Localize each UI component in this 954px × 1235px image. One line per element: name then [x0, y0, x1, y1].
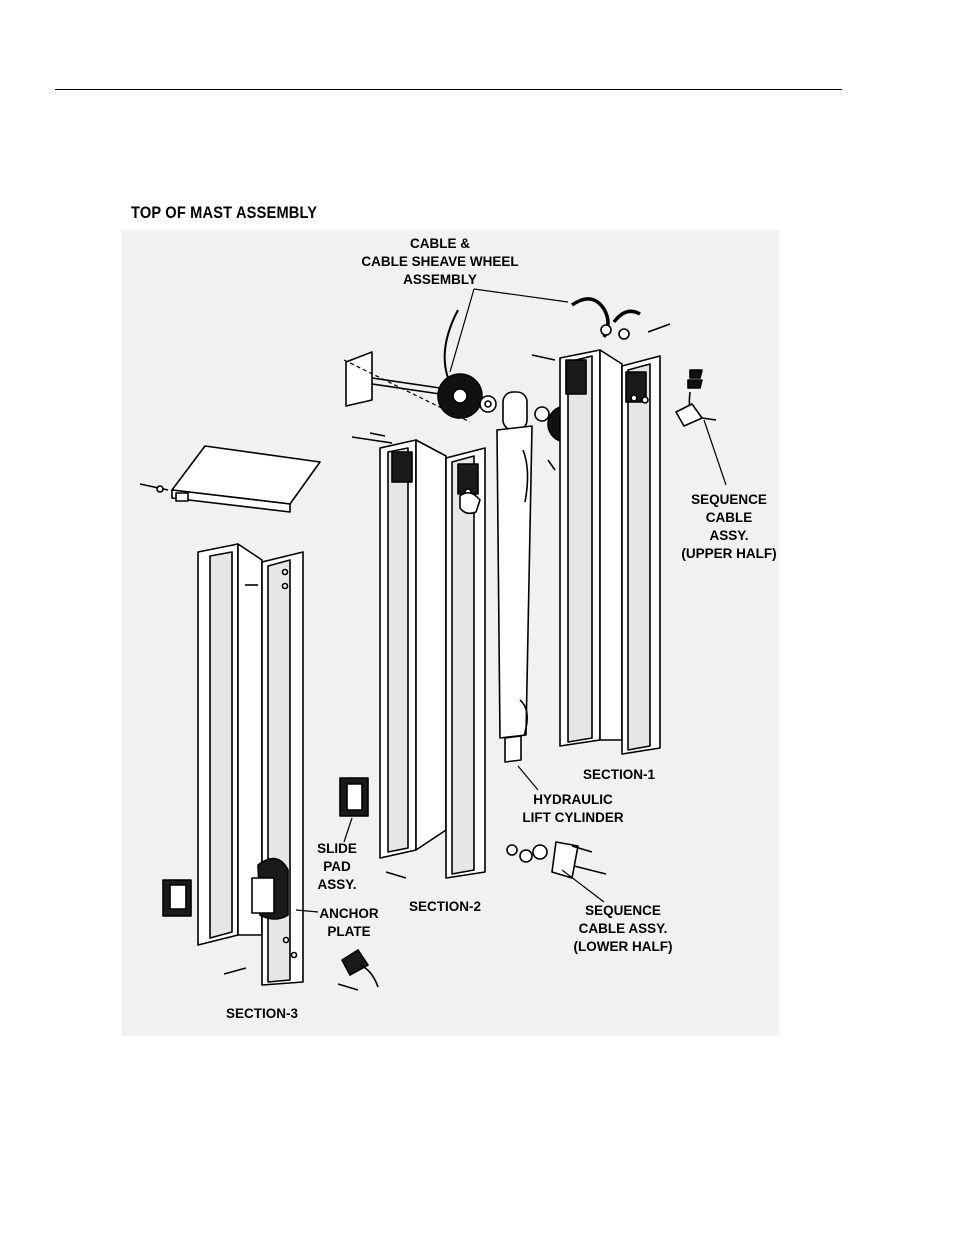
label-section-2: SECTION-2 — [393, 898, 497, 916]
label-sequence-upper: SEQUENCE CABLE ASSY. (UPPER HALF) — [668, 491, 790, 563]
label-cable-sheave: CABLE & CABLE SHEAVE WHEEL ASSEMBLY — [340, 235, 540, 289]
label-slide-pad: SLIDE PAD ASSY. — [306, 840, 368, 894]
slide-pad-left — [163, 880, 191, 916]
slide-pad-middle — [340, 778, 368, 816]
section-3-mast — [198, 544, 303, 985]
label-section-3: SECTION-3 — [210, 1005, 314, 1023]
anchor-plate-part — [252, 859, 288, 919]
label-anchor-plate: ANCHOR PLATE — [312, 905, 386, 941]
label-hydraulic: HYDRAULIC LIFT CYLINDER — [513, 791, 633, 827]
hydraulic-cylinder — [497, 392, 532, 762]
label-sequence-lower: SEQUENCE CABLE ASSY. (LOWER HALF) — [564, 902, 682, 956]
label-section-1: SECTION-1 — [567, 766, 671, 784]
